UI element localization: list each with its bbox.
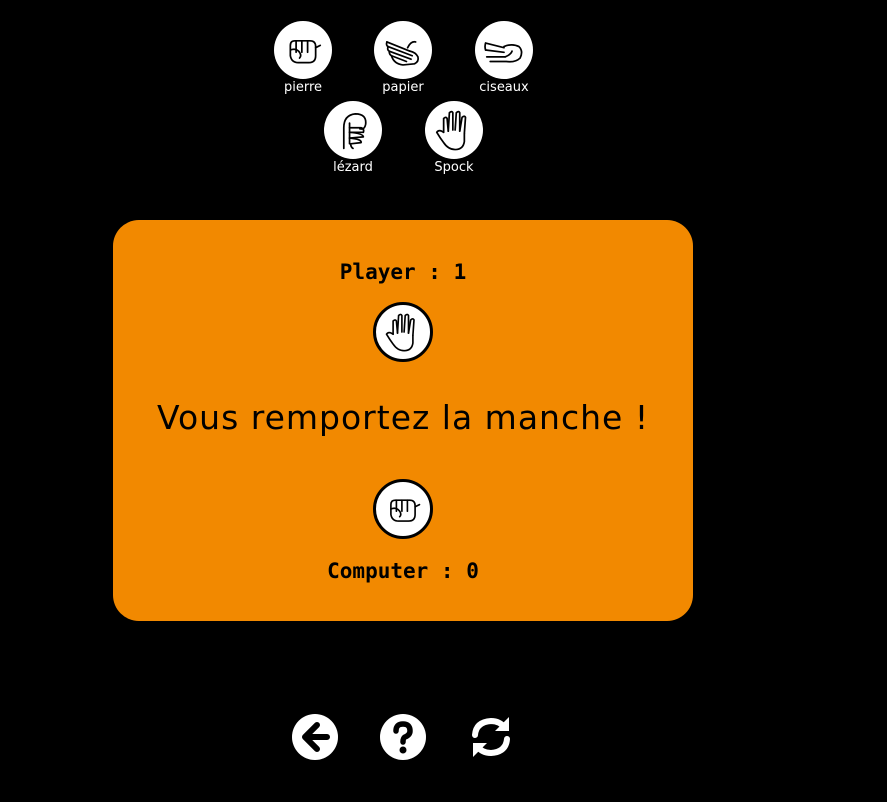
scissors-hand-icon [475,21,533,79]
spock-hand-icon [425,101,483,159]
choice-label: ciseaux [479,80,529,95]
help-button[interactable] [379,713,427,761]
choice-lezard[interactable]: lézard [321,101,385,175]
round-result: Vous remportez la manche ! [156,398,650,437]
choice-ciseaux[interactable]: ciseaux [472,21,536,95]
computer-score: Computer : 0 [327,559,479,583]
arrow-left-circle-icon [292,714,338,760]
open-hand-icon [374,21,432,79]
choice-spock[interactable]: Spock [422,101,486,175]
fist-icon [274,21,332,79]
back-button[interactable] [291,713,339,761]
choice-papier[interactable]: papier [371,21,435,95]
choice-label: lézard [333,160,373,175]
choice-label: papier [382,80,424,95]
choice-pierre[interactable]: pierre [271,21,335,95]
fist-icon [373,479,433,539]
spock-hand-icon [373,302,433,362]
question-circle-icon [380,714,426,760]
choice-label: Spock [434,160,474,175]
refresh-icon [472,717,510,757]
restart-button[interactable] [467,713,515,761]
player-score: Player : 1 [339,260,467,284]
lizard-hand-icon [324,101,382,159]
game-board: Player : 1 Vous remportez la manche ! Co… [113,220,693,621]
choice-label: pierre [283,80,323,95]
